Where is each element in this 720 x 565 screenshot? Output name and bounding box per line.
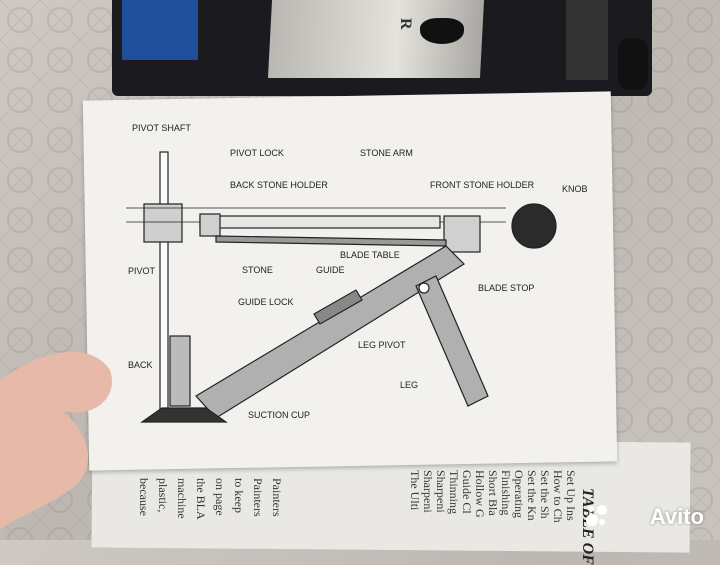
toc-line: Operating [512, 470, 526, 518]
label-knob: KNOB [562, 184, 588, 194]
toc-line: The Ulti [408, 470, 422, 511]
toc-line: Set the Kn [525, 470, 539, 521]
right-knob [618, 38, 648, 90]
right-post [566, 0, 608, 80]
toc-line: Hollow G [473, 470, 487, 518]
label-blade-table: BLADE TABLE [340, 250, 400, 260]
hand [0, 351, 112, 530]
label-pivot-shaft: PIVOT SHAFT [132, 123, 191, 133]
left-column-line: the BLA [194, 478, 208, 520]
toc-line: Set the Sh [538, 470, 552, 519]
label-suction-cup: SUCTION CUP [248, 410, 311, 420]
left-column-line: Painters [270, 478, 284, 517]
left-column-line: plastic, [156, 478, 170, 513]
sharpener-diagram [126, 151, 557, 423]
toc-line: Finishing [499, 470, 513, 516]
plate-logo: R [397, 18, 414, 30]
label-leg-pivot: LEG PIVOT [358, 340, 406, 350]
blue-clamp-block [122, 0, 198, 60]
toc-line: Guide Cl [460, 470, 474, 514]
label-pivot: PIVOT [128, 266, 156, 276]
label-stone: STONE [242, 265, 273, 275]
label-stone-arm: STONE ARM [360, 148, 413, 158]
label-guide: GUIDE [316, 265, 345, 275]
watermark-text: Avito [649, 504, 704, 529]
toc-line: How to Ch [551, 470, 565, 523]
toc-line: Sharpeni [434, 470, 448, 513]
left-column-line: Painters [251, 478, 265, 517]
label-back-stone-holder: BACK STONE HOLDER [230, 180, 328, 190]
toc-line: Thinning [447, 470, 461, 514]
label-leg: LEG [400, 380, 419, 390]
label-back: BACK [128, 360, 153, 370]
label-pivot-lock: PIVOT LOCK [230, 148, 284, 158]
label-guide-lock: GUIDE LOCK [238, 297, 294, 307]
label-front-stone-holder: FRONT STONE HOLDER [430, 180, 535, 190]
left-column-line: because [137, 478, 151, 516]
left-column-line: on page [213, 478, 227, 516]
avito-logo-icon [586, 505, 607, 526]
toc-line: Sharpeni [421, 470, 435, 513]
toc-line: Set Up Ins [564, 470, 578, 521]
toc-line: Short Bla [486, 470, 500, 516]
left-column-line: to keep [232, 478, 246, 513]
left-column-line: machine [175, 478, 189, 519]
label-blade-stop: BLADE STOP [478, 283, 535, 293]
plate-knob [420, 18, 464, 44]
